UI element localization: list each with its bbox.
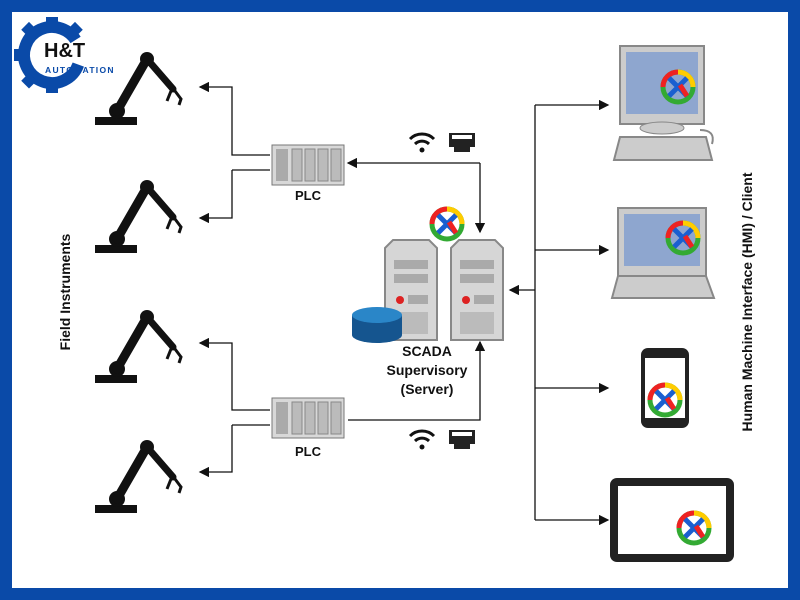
company-logo: H&T AUTOMATION (14, 17, 115, 93)
tablet-icon (610, 478, 734, 562)
scada-label: Supervisory (387, 362, 468, 378)
server-icon (450, 239, 504, 341)
desktop-computer-icon (612, 45, 714, 161)
field-instruments-label: Field Instruments (57, 233, 73, 350)
plc-icon (271, 144, 345, 186)
scada-label: (Server) (401, 381, 454, 397)
scada-label: SCADA (402, 343, 452, 359)
logo-subtitle: AUTOMATION (45, 65, 115, 75)
plc-icon (271, 397, 345, 439)
logo-brand: H&T (44, 40, 85, 62)
hmi-client-label: Human Machine Interface (HMI) / Client (739, 172, 755, 431)
plc-label: PLC (295, 444, 322, 459)
database-icon (352, 307, 402, 343)
field-connectors (198, 81, 610, 526)
plc-label: PLC (295, 188, 322, 203)
laptop-icon (610, 207, 716, 299)
